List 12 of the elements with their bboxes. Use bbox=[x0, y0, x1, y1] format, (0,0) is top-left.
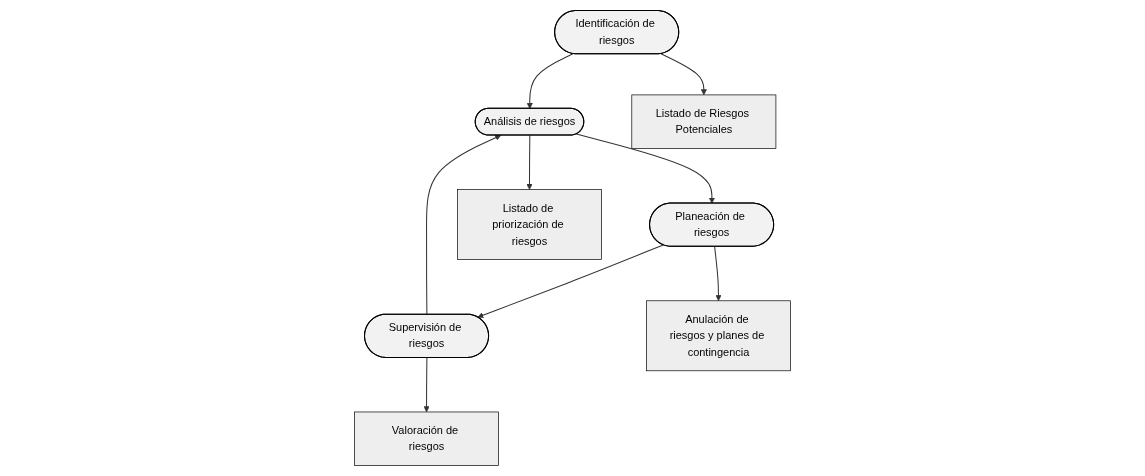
arrow bbox=[660, 53, 707, 96]
arrow bbox=[526, 134, 533, 190]
node-box: Listado de priorización de riesgos bbox=[457, 189, 602, 260]
arrow bbox=[575, 133, 715, 204]
arrow bbox=[426, 134, 501, 316]
node-box: Valoración de riesgos bbox=[354, 411, 499, 466]
node-box: Listado de Riesgos Potenciales bbox=[631, 94, 777, 149]
arrow bbox=[526, 53, 574, 109]
arrow bbox=[477, 244, 664, 319]
arrow bbox=[423, 357, 430, 413]
arrow bbox=[714, 246, 722, 302]
node-box: Anulación de riesgos y planes de contingencia bbox=[646, 300, 791, 372]
